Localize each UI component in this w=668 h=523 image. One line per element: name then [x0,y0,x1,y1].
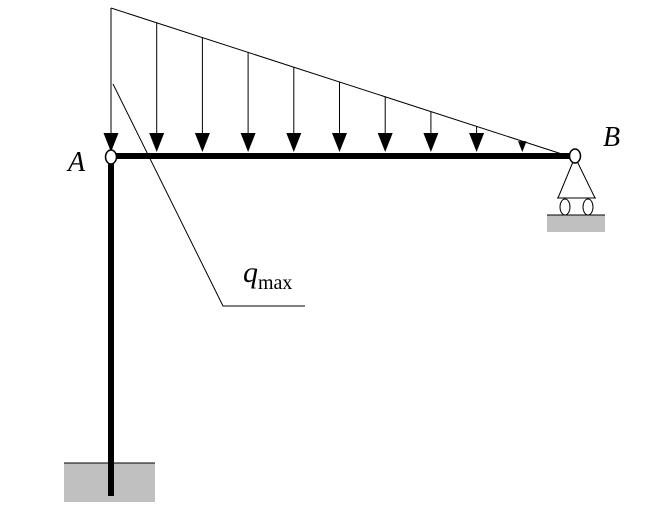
qmax-subscript: max [258,272,292,294]
point-b-label: B [603,122,620,153]
load-arrow-head [423,133,439,152]
hinge-a [104,149,118,165]
roller-support-ground [547,215,605,232]
load-arrow-head [377,133,393,152]
qmax-symbol: q [243,256,258,289]
hinge-b [568,148,582,164]
load-arrow-head [194,133,210,152]
load-arrow-head [332,133,347,152]
load-arrow-head [240,133,256,152]
roller-wheel-right [582,198,594,216]
roller-strut-right [574,156,596,199]
load-arrow-head [149,133,165,152]
load-arrows [103,8,527,152]
roller-strut-left [557,156,576,199]
load-arrow-head [286,133,302,152]
load-arrow-head [469,133,485,152]
load-arrow-head [103,133,119,152]
roller-support-b [557,156,596,216]
qmax-label: qmax [243,256,292,294]
roller-wheel-left [559,198,571,216]
qmax-leader-line [112,83,305,307]
load-arrow-head [518,141,527,152]
point-a-label: A [66,147,86,178]
